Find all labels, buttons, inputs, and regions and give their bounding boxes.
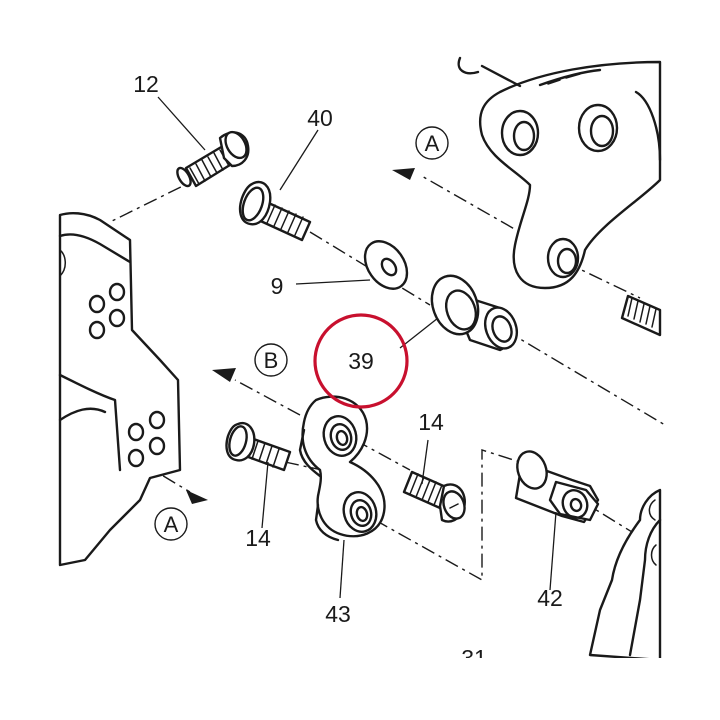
callout-14-left: 14 [245, 525, 271, 551]
marker-b: B [254, 343, 288, 377]
crop-mask [0, 658, 720, 720]
callout-43: 43 [325, 601, 351, 627]
leader-lines [157, 96, 557, 599]
arrow-a-bottom-icon [186, 490, 208, 504]
callout-9: 9 [271, 273, 284, 299]
left-bracket-part [58, 211, 182, 567]
lower-right-link-part [588, 488, 662, 662]
spacer-part-42 [514, 450, 600, 524]
callout-12: 12 [133, 71, 159, 97]
bushing-part-39 [430, 274, 519, 352]
callout-40: 40 [307, 105, 333, 131]
link-part-43 [298, 395, 386, 542]
upper-right-arm-part [457, 56, 662, 337]
washer-part-9 [363, 240, 409, 290]
callout-14-right: 14 [418, 409, 444, 435]
bolt-part-12 [176, 130, 250, 188]
marker-a-bottom-label: A [164, 512, 179, 537]
highlight-circle [313, 313, 409, 409]
direction-arrows [186, 168, 415, 504]
callout-42: 42 [537, 585, 563, 611]
bolt-part-14-left [225, 421, 292, 472]
arrow-a-top-icon [392, 168, 415, 180]
marker-a-top-label: A [425, 131, 440, 156]
arrow-b-icon [212, 368, 236, 382]
left-bracket-holes-upper [88, 282, 126, 340]
marker-a-top: A [415, 126, 449, 160]
marker-a-bottom: A [154, 507, 188, 541]
left-bracket-holes-lower [127, 410, 166, 468]
callout-39: 39 [348, 348, 374, 374]
marker-b-label: B [264, 348, 279, 373]
bolt-part-40 [238, 180, 312, 242]
bolt-part-14-right [402, 470, 466, 523]
